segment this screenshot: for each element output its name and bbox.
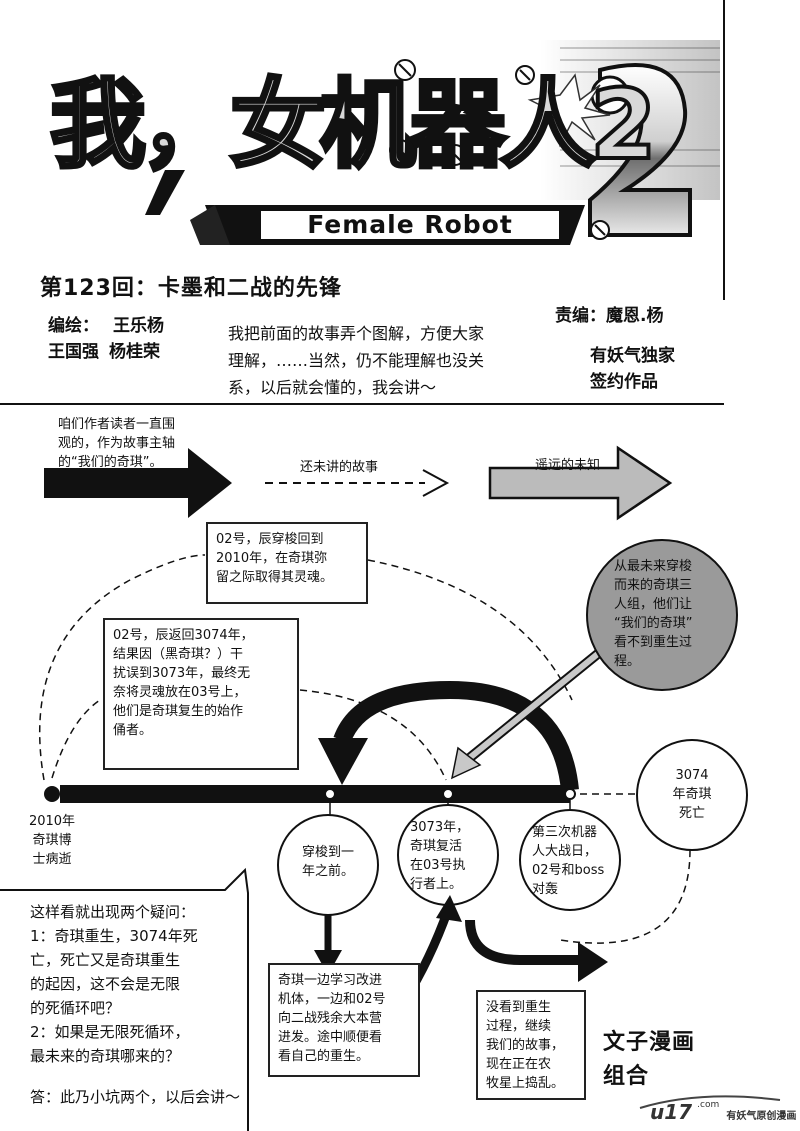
questions-answer: 答：此乃小坑两个，以后会讲～ [30, 1088, 241, 1106]
watermark-slogan: 有妖气原创漫画 [726, 1111, 797, 1122]
note-line: 我们的故事， [486, 1038, 565, 1053]
note-line: 看自己的重生。 [278, 1049, 370, 1064]
writer-label: 编绘： [48, 316, 99, 336]
note-line: 牧星上捣乱。 [486, 1076, 565, 1091]
writer-name-3: 杨桂荣 [109, 342, 160, 362]
question-line: 1：奇琪重生，3074年死 [30, 927, 198, 945]
death-3074-text: 3074 年奇琪 死亡 [650, 766, 734, 823]
note-line: “我们的奇琪” [614, 616, 693, 631]
logo-title: 我，女机器人2 [48, 40, 659, 210]
timeline-bar [60, 785, 570, 803]
note-line: 人组，他们让 [614, 597, 693, 612]
note-line: 从最未来穿梭 [614, 559, 693, 574]
logo-subtitle: Female Robot [307, 210, 513, 239]
note-line: 人大战日， [532, 844, 598, 859]
question-line: 这样看就出现两个疑问： [30, 903, 196, 921]
studio-credit: 文子漫画 组合 [603, 1026, 723, 1094]
circle-back-text: 穿梭到一 年之前。 [290, 843, 366, 881]
note-line: 没看到重生 [486, 1000, 552, 1015]
logo-title-text: 我，女机器人2 [48, 67, 659, 183]
site-watermark: u17 .com 有妖气原创漫画 [650, 1100, 798, 1128]
trio-circle [586, 539, 738, 691]
distant-unknown-label: 遥远的未知 [535, 458, 601, 473]
arrow-main-story [44, 448, 232, 518]
note-line: 机体，一边和02号 [278, 992, 386, 1007]
note-line: 过程，继续 [486, 1019, 552, 1034]
credits-editor: 责编：魔恩.杨 [555, 303, 725, 329]
note-box-02-return: 02号，辰返回3074年， 结果因（黑奇琪？）干 扰误到3073年，最终无 奈将… [103, 618, 299, 770]
note-line: 奈将灵魂放在03号上， [113, 685, 247, 700]
note-line: 观的，作为故事主轴 [58, 436, 176, 451]
intro-line: 我把前面的故事弄个图解，方便大家 [228, 324, 485, 343]
note-line: 年之前。 [301, 864, 354, 879]
note-line: 的“我们的奇琪”。 [58, 455, 163, 470]
question-line: 的死循环吧？ [30, 999, 121, 1017]
logo-art [145, 40, 720, 245]
note-line: 扰误到3073年，最终无 [113, 666, 251, 681]
note-box-learning: 奇琪一边学习改进 机体，一边和02号 向二战残余大本营 进发。途中顺便看 看自己… [268, 963, 420, 1077]
trio-circle-text: 从最未来穿梭 而来的奇琪三 人组，他们让 “我们的奇琪” 看不到重生过 程。 [614, 557, 724, 671]
note-line: 留之际取得其灵魂。 [216, 570, 334, 585]
note-line: 向二战残余大本营 [278, 1011, 383, 1026]
note-line: 他们是奇琪复生的始作 [113, 704, 244, 719]
note-line: 咱们作者读者一直围 [58, 417, 176, 432]
note-line: 2010年，在奇琪弥 [216, 551, 328, 566]
note-line: 奇琪一边学习改进 [278, 973, 383, 988]
note-line: 在03号执 [410, 858, 466, 873]
note-line: 奇琪博 [32, 833, 72, 848]
question-line: 2：如果是无限死循环， [30, 1023, 190, 1041]
writer-name-2: 王国强 [48, 342, 99, 362]
editor-label: 责编： [555, 306, 606, 326]
exclusive-line-1: 有妖气独家 [590, 346, 675, 366]
note-line: 年奇琪 [672, 787, 712, 802]
note-line: 俑者。 [113, 723, 153, 738]
note-line: 看不到重生过 [614, 635, 693, 650]
watermark-site: u17 [650, 1100, 693, 1124]
arrow-future [488, 445, 673, 521]
credits-writers: 编绘： 王乐杨 王国强杨桂荣 [48, 313, 208, 365]
note-box-02-shuttle: 02号，辰穿梭回到 2010年，在奇琪弥 留之际取得其灵魂。 [206, 522, 368, 604]
circle-3073-text: 3073年， 奇琪复活 在03号执 行者上。 [410, 818, 486, 894]
question-line: 最未来的奇琪哪来的？ [30, 1047, 181, 1065]
note-line: 死亡 [678, 806, 705, 821]
note-line: 第三次机器 [532, 825, 598, 840]
note-line: 02号，辰返回3074年， [113, 628, 254, 643]
note-line: 进发。途中顺便看 [278, 1030, 383, 1045]
questions-block: 这样看就出现两个疑问： 1：奇琪重生，3074年死 亡，死亡又是奇琪重生 的起因… [30, 900, 245, 1068]
intro-line: 理解，……当然，仍不能理解也没关 [228, 351, 485, 370]
note-line: 3073年， [410, 820, 470, 835]
note-line: 而来的奇琪三 [614, 578, 693, 593]
note-line: 02号，辰穿梭回到 [216, 532, 324, 547]
note-line: 士病逝 [32, 852, 72, 867]
watermark-site-sub: .com [697, 1100, 720, 1110]
note-line: 现在正在农 [486, 1057, 552, 1072]
question-line: 的起因，这不会是无限 [30, 975, 181, 993]
circle-war-text: 第三次机器 人大战日， 02号和boss 对轰 [532, 823, 614, 899]
note-line: 3074 [675, 768, 709, 783]
note-line: 程。 [614, 654, 641, 669]
studio-line: 组合 [603, 1064, 650, 1089]
chapter-title: 第123回：卡墨和二战的先锋 [40, 276, 342, 301]
note-line: 穿梭到一 [301, 845, 354, 860]
exclusive-line-2: 签约作品 [590, 372, 658, 392]
note-line: 对轰 [532, 882, 559, 897]
intro-note: 我把前面的故事弄个图解，方便大家 理解，……当然，仍不能理解也没关 系，以后就会… [228, 320, 558, 401]
note-line: 奇琪复活 [410, 839, 463, 854]
note-line: 02号和boss [532, 863, 605, 878]
note-line: 行者上。 [410, 877, 463, 892]
main-axis-note: 咱们作者读者一直围 观的，作为故事主轴 的“我们的奇琪”。 [58, 415, 238, 472]
question-line: 亡，死亡又是奇琪重生 [30, 951, 181, 969]
note-line: 2010年 [28, 814, 76, 829]
note-box-not-seen: 没看到重生 过程，继续 我们的故事， 现在正在农 牧星上捣乱。 [476, 990, 586, 1100]
editor-name: 魔恩.杨 [606, 306, 664, 326]
writer-name-1: 王乐杨 [113, 316, 164, 336]
note-line: 结果因（黑奇琪？）干 [113, 647, 244, 662]
studio-line: 文子漫画 [603, 1030, 696, 1055]
intro-line: 系，以后就会懂的，我会讲～ [228, 378, 437, 397]
untold-story-label: 还未讲的故事 [300, 460, 379, 475]
credits-exclusive: 有妖气独家 签约作品 [590, 343, 720, 395]
year-2010-label: 2010年 奇琪博 士病逝 [12, 812, 92, 869]
